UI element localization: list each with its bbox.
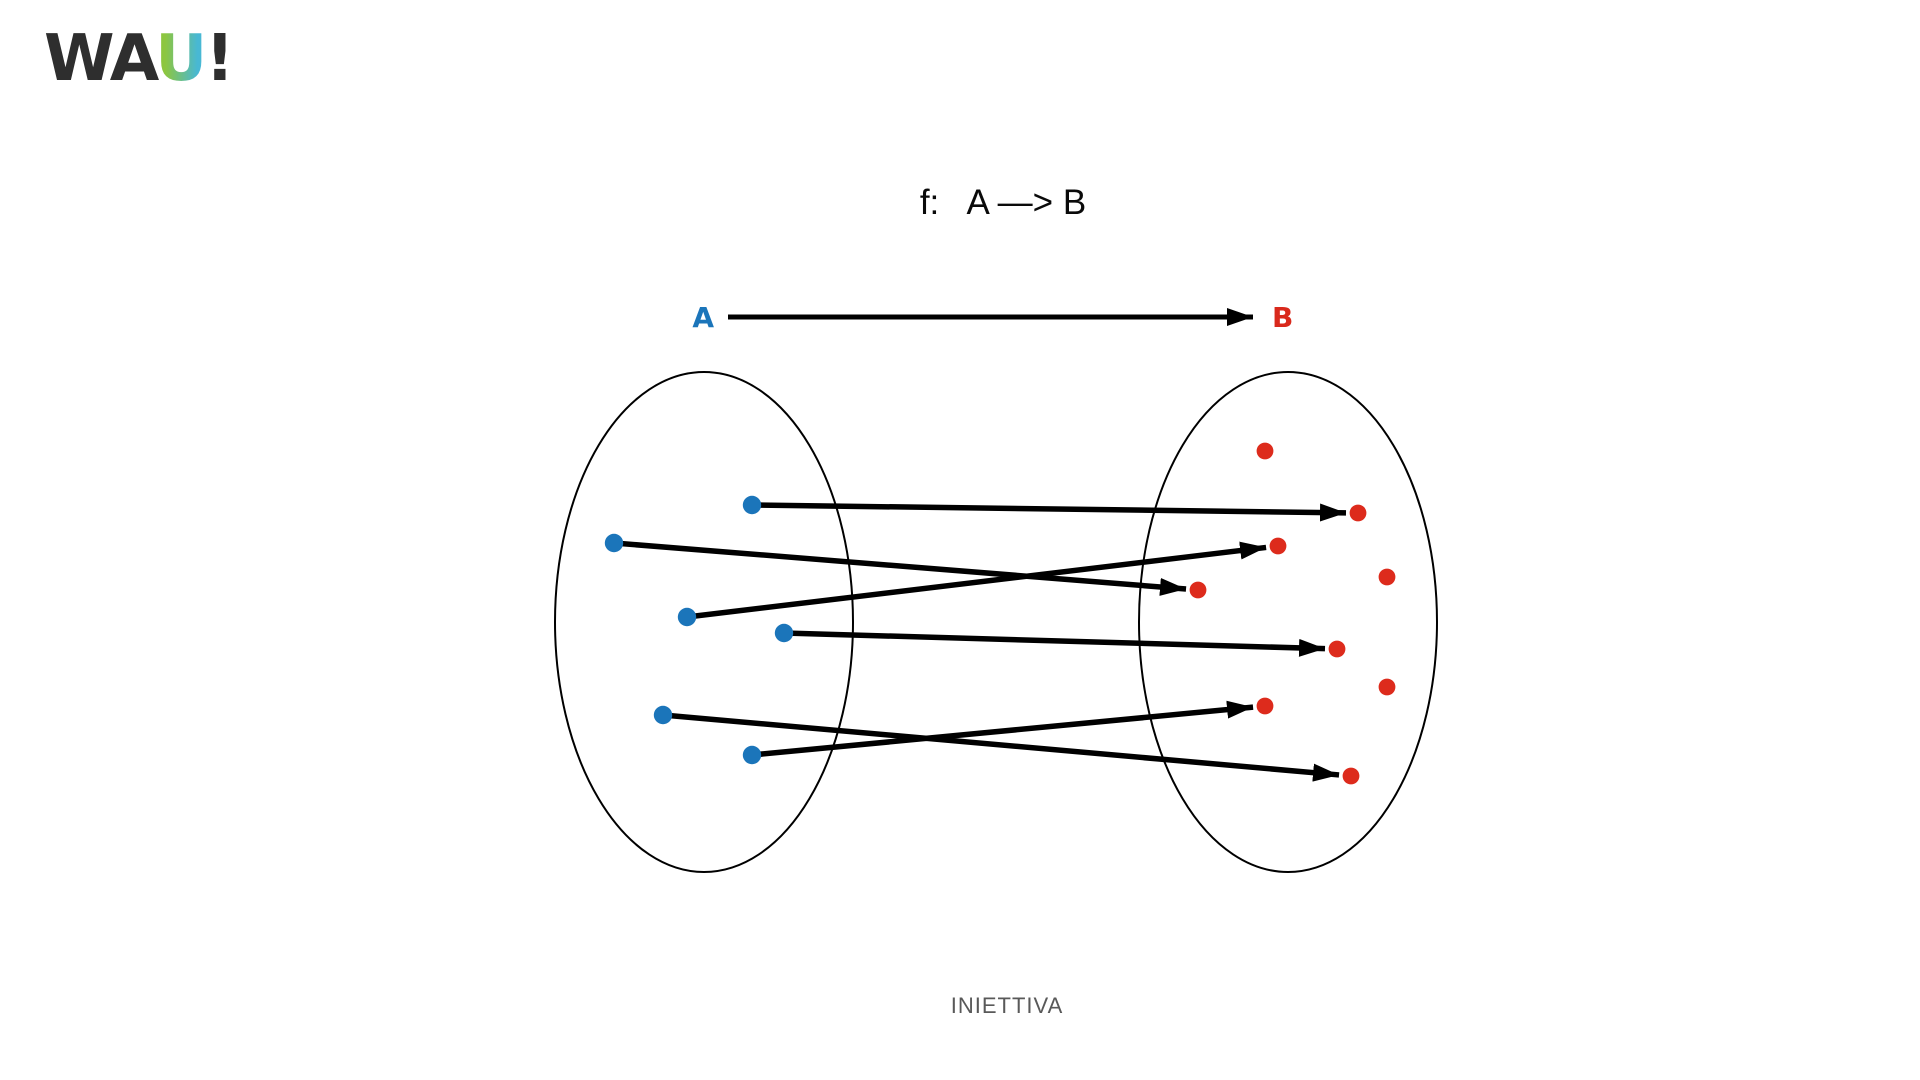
- set-b-dot-b6: [1328, 640, 1346, 658]
- set-b-ellipse: [1138, 371, 1438, 873]
- mapping-arrow-a2-b4: [613, 540, 1187, 596]
- set-b-dot-b4: [1189, 581, 1207, 599]
- set-b-dot-b9: [1342, 767, 1360, 785]
- mapping-arrow-a1-b2: [751, 502, 1347, 522]
- set-b-dot-b3: [1269, 537, 1287, 555]
- logo-exclamation: !: [205, 22, 234, 96]
- set-a-dot-a5: [653, 705, 673, 725]
- set-a-dot-a2: [604, 533, 624, 553]
- set-a-ellipse: [554, 371, 854, 873]
- logo-wa-text: WA: [44, 22, 157, 96]
- mapping-arrow-a6-b8: [751, 700, 1254, 758]
- set-a-dot-a3: [677, 607, 697, 627]
- mapping-arrow-a3-b3: [686, 541, 1267, 620]
- wau-logo: WAU!: [44, 22, 234, 96]
- set-b-dot-b2: [1349, 504, 1367, 522]
- set-a-dot-a4: [774, 623, 794, 643]
- set-b-dot-b8: [1256, 697, 1274, 715]
- caption-iniettiva: INIETTIVA: [950, 993, 1064, 1018]
- mapping-arrow-a4-b6: [783, 630, 1326, 657]
- set-a-dot-a1: [742, 495, 762, 515]
- set-b-dot-b7: [1378, 678, 1396, 696]
- logo-u-text: U: [155, 22, 207, 96]
- function-notation-title: f: A —> B: [919, 183, 1087, 222]
- set-b-label: B: [1272, 301, 1293, 334]
- set-a-dot-a6: [742, 745, 762, 765]
- mapping-arrow-a5-b9: [662, 712, 1340, 782]
- set-b-dot-b1: [1256, 442, 1274, 460]
- set-b-dot-b5: [1378, 568, 1396, 586]
- set-a-label: A: [692, 301, 714, 334]
